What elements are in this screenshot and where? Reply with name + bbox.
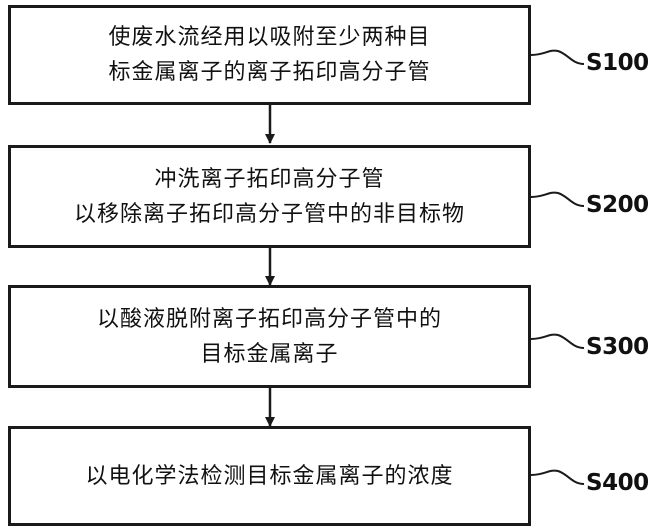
step-text-s300: 以酸液脱附离子拓印高分子管中的 目标金属离子 [96,306,442,367]
step-label-s300: S300 [586,334,649,360]
leader-line-s200 [530,191,585,207]
step-box-s200: 冲洗离子拓印高分子管 以移除离子拓印高分子管中的非目标物 [8,145,531,248]
step-label-s200: S200 [586,192,649,218]
step-box-s400: 以电化学法检测目标金属离子的浓度 [8,426,531,526]
step-text-s100: 使废水流经用以吸附至少两种目 标金属离子的离子拓印高分子管 [108,25,431,85]
step-text-s200: 冲洗离子拓印高分子管 以移除离子拓印高分子管中的非目标物 [73,166,465,227]
step-box-s300: 以酸液脱附离子拓印高分子管中的 目标金属离子 [8,285,531,388]
step-box-s100: 使废水流经用以吸附至少两种目 标金属离子的离子拓印高分子管 [8,5,531,105]
leader-line-s100 [530,49,585,65]
step-label-s100: S100 [586,50,649,76]
leader-line-s400 [530,469,585,485]
leader-line-s300 [530,333,585,349]
step-text-s400: 以电化学法检测目标金属离子的浓度 [85,463,454,489]
step-label-s400: S400 [586,470,649,496]
